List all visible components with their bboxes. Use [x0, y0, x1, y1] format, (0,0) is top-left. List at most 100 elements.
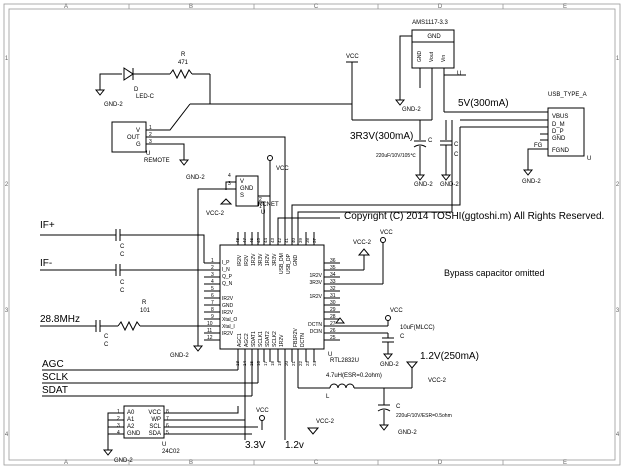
vcc2-symbol: VCC-2 — [206, 198, 233, 217]
usb-ref: U — [587, 156, 591, 162]
eeprom-pin-number: 4 — [117, 430, 120, 436]
chip-ref: U — [328, 352, 332, 358]
chip-pin-number: 22 — [298, 360, 303, 366]
rail-3v3-bottom-label: 3.3V — [245, 440, 266, 451]
signal-sdat: SDAT — [42, 385, 68, 396]
chip-top-pins: IR2V IR2V 1R2V 3R3V 1R2V 3R3V USB_DM USB… — [237, 253, 299, 274]
signal-xtal: 28.8MHz — [40, 314, 80, 325]
vcc2-symbol-1v2: VCC-2 — [405, 361, 447, 388]
chip-pin-number: 23 — [305, 360, 310, 366]
chip-pin-number: 7 — [211, 300, 214, 306]
bypass-note: Bypass capacitor omitted — [444, 268, 545, 278]
rail-3r3v-label: 3R3V(300mA) — [350, 131, 413, 142]
chip-pin: Xtal_I — [222, 324, 235, 330]
capacitor-value: 220uF/10V/105℃ — [376, 153, 416, 159]
chip-pin-number: 21 — [291, 360, 296, 366]
usb-pin: FGND — [552, 148, 570, 154]
led-value: LED-C — [136, 94, 155, 100]
column-labels-top: A B C D E — [64, 4, 567, 10]
chip-pin: GND — [222, 303, 234, 309]
eeprom-pin-number: 2 — [117, 416, 120, 422]
chip-pin: I_P — [222, 260, 230, 266]
chip-pin-number: 18 — [270, 360, 275, 366]
chip-pin-number: 32 — [330, 286, 336, 292]
chip-top-pin-numbers: 48 47 46 45 44 43 42 41 40 39 38 37 — [235, 237, 317, 243]
chip-pin: USB_DP — [286, 253, 292, 274]
capacitor-ref: C — [454, 142, 459, 148]
inductor-value: 4.7uH(ESR=0.2ohm) — [326, 373, 382, 379]
row-label: 4 — [616, 432, 620, 438]
chip-right-pins: 1R2V 3R3V 1R2V DCTN DCIN — [308, 273, 323, 335]
rcnet-pin-number: 3 — [228, 181, 231, 187]
regulator-pin: Vout — [429, 51, 435, 62]
chip-pin-number: 31 — [330, 293, 336, 299]
capacitor-value: 10uF(MLCC) — [400, 325, 435, 331]
capacitor-ref: C — [120, 244, 125, 250]
capacitor-value: 220uF/10V/ESR=0.5ohm — [396, 413, 452, 419]
rcnet-pin-number: 1 — [259, 204, 262, 210]
chip-pin: 1R2V — [309, 294, 322, 300]
eeprom-pin-number: 8 — [166, 409, 169, 415]
rcnet-pin: GND — [240, 186, 254, 192]
capacitor-ref: C — [120, 252, 125, 258]
if-minus-input: IF- C C — [40, 258, 204, 294]
capacitor-small: C C — [440, 120, 459, 175]
chip-pin-number: 6 — [211, 293, 214, 299]
capacitor-ref: C — [104, 334, 109, 340]
capacitor-ref: C — [120, 280, 125, 286]
inductor-ref: L — [326, 394, 330, 400]
vcc-symbol-right-2: VCC — [340, 308, 403, 327]
vcc-symbol-bottom: VCC — [256, 408, 269, 430]
rtl2832u-chip: U RTL2832U — [219, 244, 359, 364]
eeprom-pin: SCL — [149, 424, 161, 430]
col-label: C — [314, 460, 319, 466]
eeprom-pin: WP — [151, 417, 161, 423]
chip-pin-number: 11 — [207, 328, 212, 334]
eeprom-pin-number: 1 — [117, 409, 120, 415]
gnd-symbol — [334, 317, 346, 324]
rail-1v2-label: 1.2V(250mA) — [420, 351, 479, 362]
resistor-ref: R — [142, 300, 147, 306]
chip-pin-number: 8 — [211, 307, 214, 313]
chip-pin: USB_DM — [279, 253, 285, 274]
row-label: 3 — [5, 308, 9, 314]
gnd-label: GND-2 — [104, 102, 123, 108]
vcc-label: VCC — [390, 308, 403, 314]
chip-pin-number: 41 — [284, 237, 289, 243]
chip-pin: 1R2V — [251, 253, 257, 266]
col-label: C — [314, 4, 319, 10]
vcc-symbol-right: VCC — [340, 230, 393, 285]
rail-3v3-bottom: 3.3V — [244, 362, 266, 451]
usb-connector: USB_TYPE_A VBUS D_M D_P GND FGND U FG — [460, 92, 591, 170]
chip-pin-number: 34 — [330, 272, 336, 278]
chip-pin: 1R2V — [309, 273, 322, 279]
remote-pin-number: 2 — [149, 132, 152, 138]
chip-pin-number: 19 — [277, 360, 282, 366]
chip-pin-number: 2 — [211, 265, 214, 271]
regulator-ams1117: AMS1117-3.3 GND GND Vout Vin U — [399, 20, 466, 120]
chip-pin-number: 38 — [305, 237, 310, 243]
remote-ref: U — [146, 151, 150, 157]
resistor-471: R 471 — [169, 52, 211, 104]
row-label: 4 — [5, 432, 9, 438]
chip-left-pin-lines — [204, 262, 220, 341]
vcc2-label: VCC-2 — [353, 240, 372, 246]
chip-right-pin-numbers: 36 35 34 33 32 31 30 29 28 27 26 25 — [330, 258, 336, 341]
chip-right-pin-lines — [324, 262, 340, 341]
gnd-symbol: GND-2 — [102, 449, 133, 464]
col-label: D — [438, 460, 443, 466]
chip-pin-number: 39 — [298, 237, 303, 243]
chip-pin: AGC1 — [237, 333, 243, 347]
chip-pin-number: 26 — [330, 328, 336, 334]
vcc2-symbol-bottom: VCC-2 — [306, 419, 335, 435]
chip-pin-number: 17 — [263, 360, 268, 366]
chip-pin-number: 10 — [207, 321, 213, 327]
chip-pin: AGC2 — [244, 333, 250, 347]
gnd-label: GND-2 — [170, 353, 189, 359]
chip-top-pin-lines — [237, 232, 315, 245]
capacitor-ref: C — [396, 404, 401, 410]
gnd-symbol: GND-2 — [94, 89, 123, 108]
remote-pin: V — [136, 128, 140, 134]
rcnet-pin-number: 4 — [228, 173, 231, 179]
